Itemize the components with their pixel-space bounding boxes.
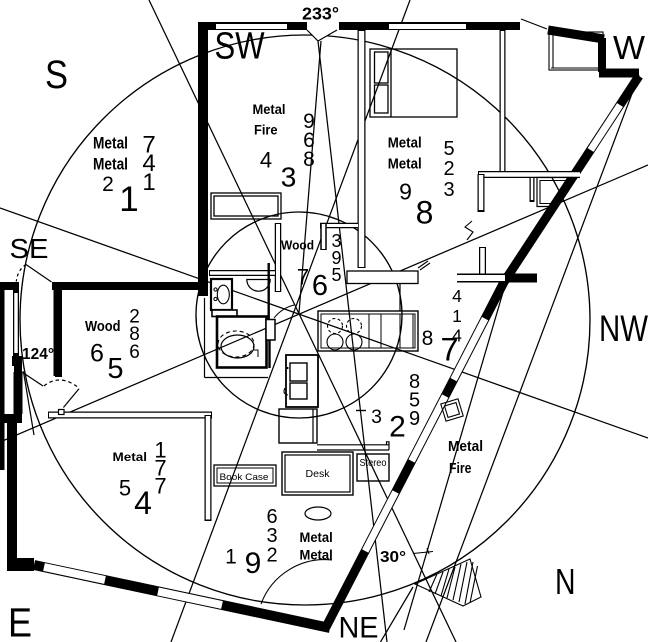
svg-text:6: 6 [90,340,104,368]
svg-text:9: 9 [409,408,420,430]
svg-text:4: 4 [452,326,462,346]
svg-text:6: 6 [266,506,277,528]
svg-text:6: 6 [303,129,315,152]
svg-text:5: 5 [443,138,454,160]
svg-text:4: 4 [134,485,152,521]
svg-text:Metal: Metal [93,154,128,173]
svg-text:Metal: Metal [253,101,286,117]
svg-text:5: 5 [107,353,123,385]
svg-text:9: 9 [331,248,341,268]
svg-text:NW: NW [599,308,648,349]
svg-text:8: 8 [422,327,434,350]
svg-text:1: 1 [225,546,237,569]
svg-text:3: 3 [281,162,297,193]
svg-text:Metal: Metal [300,529,333,545]
svg-text:Desk: Desk [306,469,331,480]
svg-text:8: 8 [409,371,420,393]
svg-text:Metal: Metal [300,547,333,563]
svg-text:8: 8 [303,148,315,171]
svg-text:2: 2 [443,158,454,180]
svg-text:Fire: Fire [449,460,472,477]
svg-text:SW: SW [215,26,265,68]
svg-text:233°: 233° [302,4,339,24]
svg-text:Metal: Metal [93,134,128,153]
svg-text:1: 1 [154,438,166,463]
svg-text:3: 3 [266,525,277,547]
svg-text:8: 8 [129,324,140,345]
svg-text:6: 6 [129,342,140,363]
svg-text:2: 2 [102,173,114,196]
svg-text:NE: NE [339,612,379,642]
svg-text:2: 2 [129,307,140,328]
svg-text:4: 4 [452,286,462,306]
svg-text:1: 1 [142,169,155,196]
svg-text:7: 7 [154,474,166,499]
svg-text:Metal: Metal [388,157,422,173]
svg-text:Metal: Metal [113,450,148,464]
svg-text:3: 3 [443,179,454,201]
svg-text:7: 7 [154,456,166,481]
svg-text:Metal: Metal [388,136,422,152]
svg-text:2: 2 [389,411,406,444]
svg-text:124°: 124° [22,346,54,363]
svg-text:3: 3 [331,231,341,251]
svg-text:Book Case: Book Case [220,472,269,482]
svg-text:6: 6 [312,270,328,302]
svg-text:30°: 30° [380,549,406,566]
svg-text:8: 8 [416,195,434,231]
svg-text:5: 5 [409,390,420,412]
svg-text:9: 9 [303,110,315,133]
svg-text:2: 2 [266,545,277,567]
svg-text:7: 7 [297,264,309,289]
svg-text:1: 1 [452,306,462,326]
svg-text:E: E [8,600,32,642]
svg-text:W: W [613,29,646,66]
svg-text:5: 5 [331,265,341,285]
svg-text:1: 1 [119,180,138,219]
svg-text:Metal: Metal [448,438,483,455]
svg-text:Fire: Fire [254,121,278,137]
svg-text:SE: SE [10,233,49,264]
svg-text:5: 5 [119,476,131,501]
svg-text:9: 9 [399,179,412,205]
svg-text:7: 7 [440,332,458,368]
svg-text:Wood: Wood [85,319,121,335]
svg-text:3: 3 [371,406,382,428]
svg-text:Wood: Wood [281,238,314,253]
svg-text:Stereo: Stereo [360,458,387,469]
svg-text:7: 7 [142,132,155,159]
svg-text:4: 4 [260,148,272,173]
svg-text:N: N [555,561,576,602]
svg-text:9: 9 [245,547,262,580]
svg-text:4: 4 [142,150,155,177]
svg-text:S: S [45,53,68,97]
